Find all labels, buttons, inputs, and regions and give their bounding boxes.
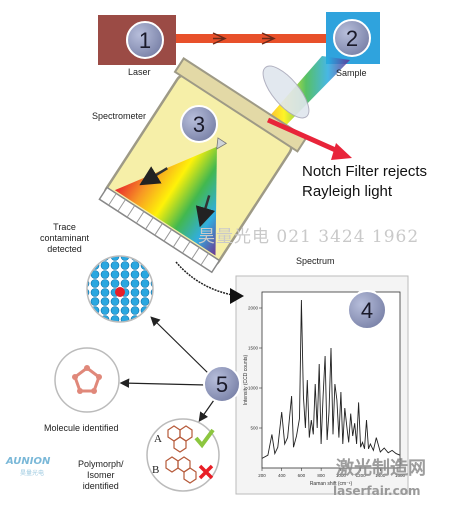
x-tick-label: 1400: [375, 473, 386, 478]
option-a-label: A: [154, 433, 162, 445]
x-tick-label: 1600: [395, 473, 406, 478]
arrow-to-molecule: [119, 378, 207, 388]
step-1-circle: [126, 21, 164, 59]
contaminant-dot: [115, 287, 125, 297]
trace-label: Trace contaminant detected: [40, 222, 89, 255]
notch-caption-line-2: Rayleigh light: [302, 183, 393, 200]
spectrum-label: Spectrum: [296, 256, 335, 266]
notch-filter-caption: Notch Filter rejects Rayleigh light: [302, 162, 427, 202]
aunion-watermark: AUNION: [6, 456, 51, 467]
molecule-label: Molecule identified: [44, 423, 119, 433]
to-spectrum-arrow: [175, 261, 239, 297]
isomer-a-icon: [167, 425, 193, 453]
step-5-circle: [203, 365, 241, 403]
isomer-b-icon: [165, 456, 197, 484]
step-5-number: 5: [216, 372, 228, 397]
to-spectrum-arrowhead-icon: [230, 288, 244, 304]
notch-caption-line-1: Notch Filter rejects: [302, 163, 428, 180]
arrow-to-trace: [150, 316, 211, 376]
x-tick-label: 1000: [336, 473, 347, 478]
arrow-to-polymorph: [198, 399, 215, 422]
polymorph-label-line-3: identified: [82, 481, 119, 491]
dispersion-arrow-icon: [139, 166, 168, 186]
step-2-circle: [333, 19, 371, 57]
collection-lens: [262, 65, 310, 119]
cross-icon: [198, 464, 214, 480]
y-axis-label: Intensity (CCD counts): [243, 355, 249, 406]
check-icon: [194, 428, 215, 449]
step-4-circle: [347, 290, 387, 330]
sample-label: Sample: [336, 68, 367, 78]
trace-label-line-2: contaminant: [40, 233, 90, 243]
x-tick-label: 200: [258, 473, 266, 478]
grating: [216, 137, 228, 150]
laser-beam: [176, 34, 326, 43]
beam-arrow-icon: [261, 32, 276, 45]
laser-label: Laser: [128, 67, 151, 77]
y-tick-label: 2000: [248, 306, 259, 311]
beam-arrow-icon: [212, 32, 227, 45]
polymorph-label-line-1: Polymorph/: [78, 459, 124, 469]
x-tick-label: 800: [317, 473, 325, 478]
y-tick-label: 1000: [248, 386, 259, 391]
step-3-number: 3: [193, 112, 205, 137]
notch-filter: [173, 57, 308, 153]
trace-label-line-1: Trace: [53, 222, 76, 232]
laserfair-url-watermark: laserfair.com: [333, 484, 421, 498]
x-tick-label: 600: [298, 473, 306, 478]
option-b-label: B: [152, 464, 159, 476]
step-1-number: 1: [139, 28, 151, 53]
trace-label-line-3: detected: [47, 244, 82, 254]
rayleigh-reject-arrow: [266, 117, 342, 155]
rayleigh-arrow-head-icon: [331, 143, 352, 160]
aunion-cn-watermark: 昊量光电: [20, 470, 45, 477]
step-2-number: 2: [346, 26, 358, 51]
x-tick-label: 400: [278, 473, 286, 478]
polymorph-label-line-2: Isomer: [87, 470, 115, 480]
spectrum-line: [261, 299, 401, 459]
molecule-circle: [54, 347, 120, 413]
laserfair-cn-watermark: 激光制造网: [336, 458, 426, 479]
ccd-detector: [98, 186, 221, 274]
phone-watermark: 昊量光电 021 3424 1962: [198, 227, 420, 247]
step-4-number: 4: [361, 298, 373, 323]
dispersion-arrow-icon: [195, 195, 216, 228]
x-tick-label: 1200: [356, 473, 367, 478]
y-tick-label: 1500: [248, 346, 259, 351]
x-axis-label: Raman shift (cm⁻¹): [310, 481, 353, 487]
y-tick-label: 500: [250, 426, 258, 431]
step-3-circle: [180, 105, 218, 143]
polymorph-label: Polymorph/ Isomer identified: [78, 459, 124, 492]
polymorph-circle: [146, 418, 220, 492]
spectrometer-label: Spectrometer: [92, 111, 147, 121]
dispersed-spectrum: [114, 146, 217, 256]
